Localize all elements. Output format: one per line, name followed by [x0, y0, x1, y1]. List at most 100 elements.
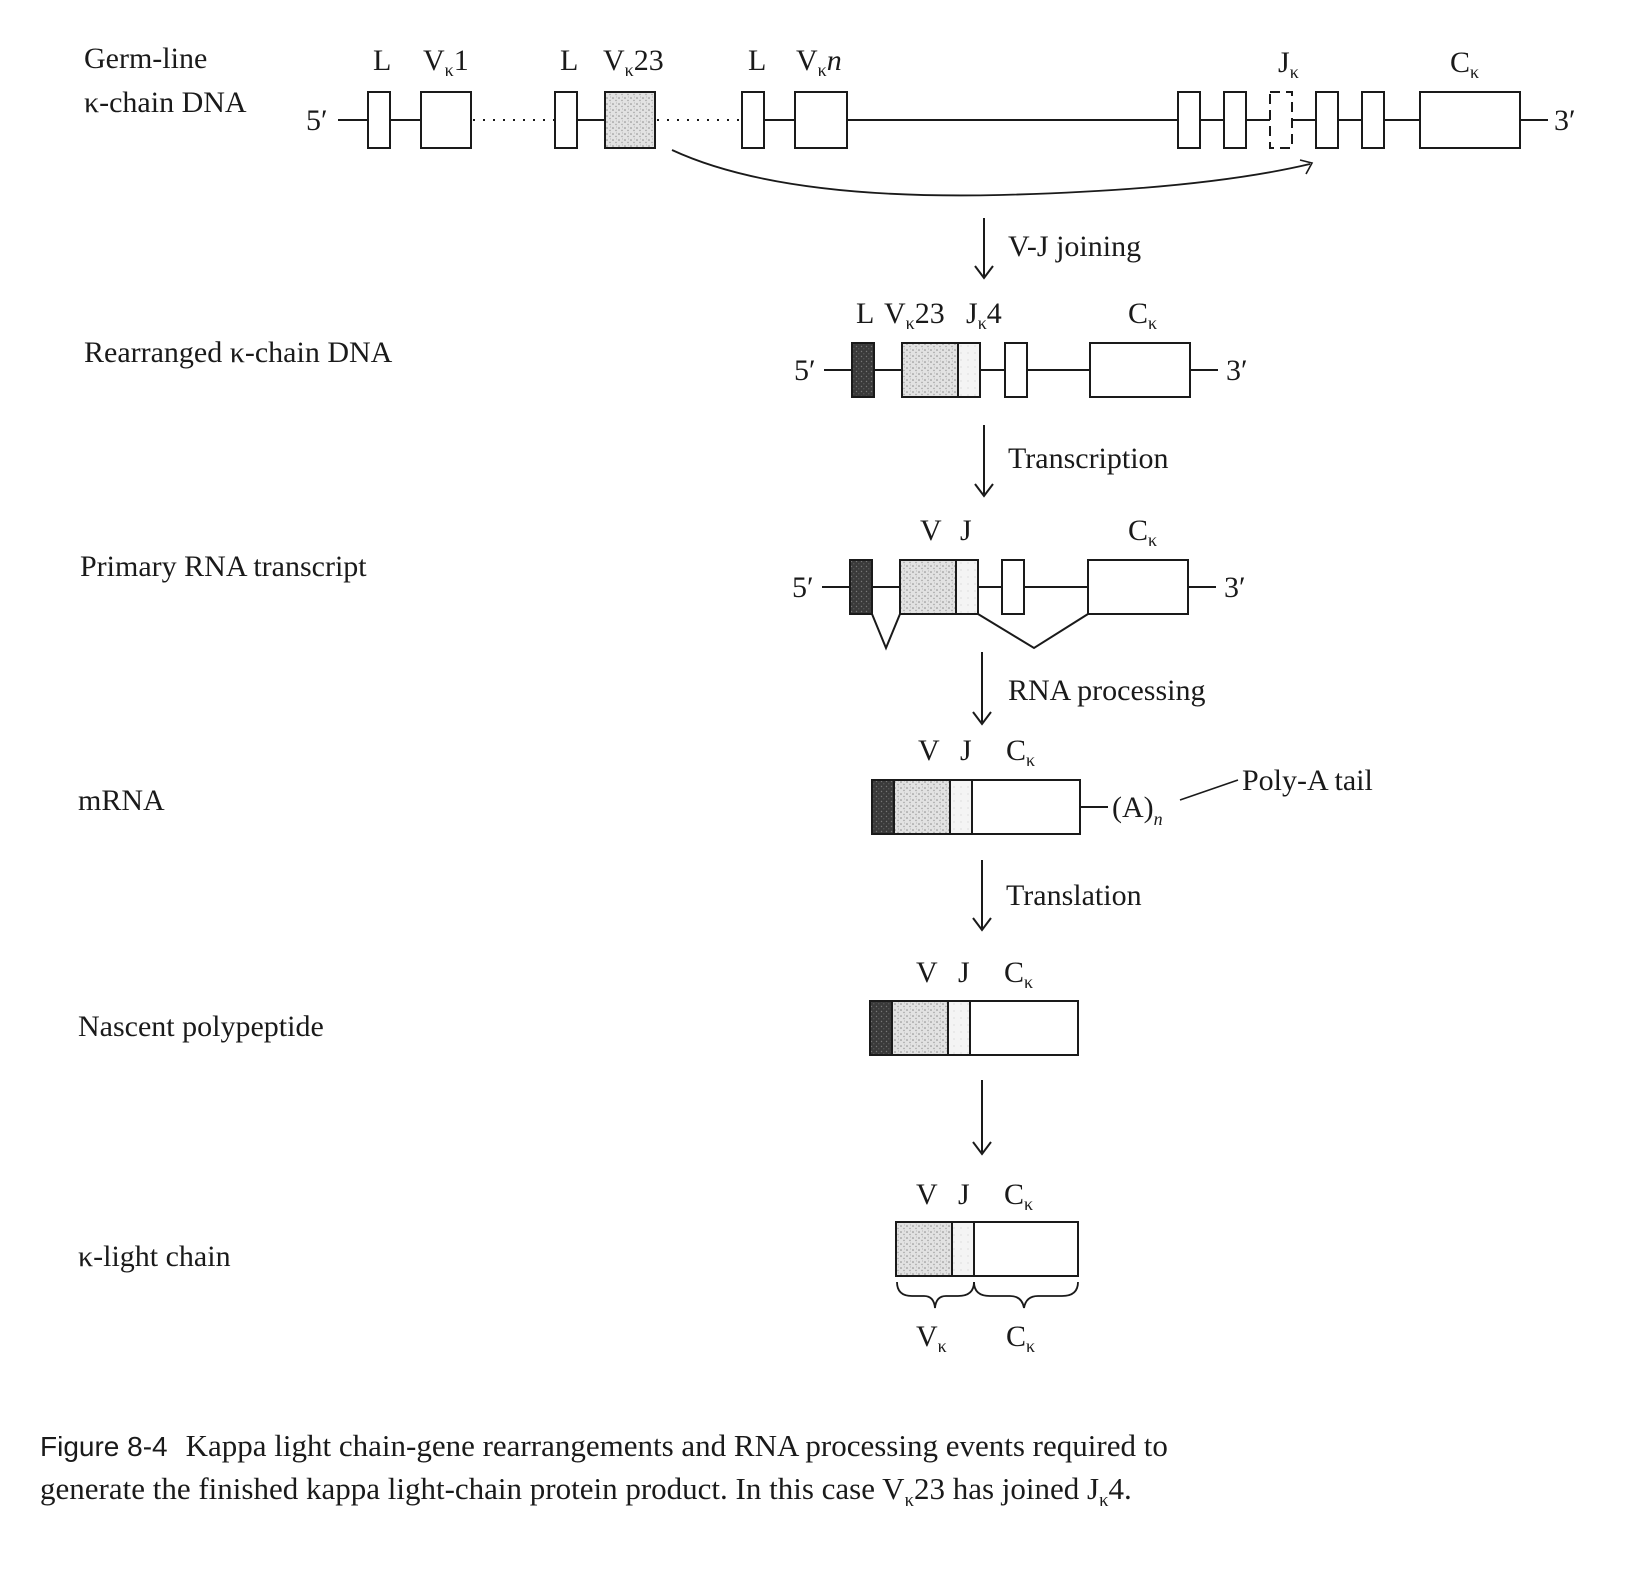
segment-J — [949, 779, 973, 835]
five-prime-germline: 5′ — [306, 104, 328, 137]
label-Ck-domain: Cκ — [1006, 1320, 1035, 1356]
brace-vk — [896, 1281, 975, 1309]
exon-J5 — [1361, 91, 1385, 149]
label-J: J — [958, 956, 970, 989]
arrow-processing-final — [972, 1080, 992, 1156]
five-prime-primary: 5′ — [792, 571, 814, 604]
label-Ck: Cκ — [1128, 514, 1157, 550]
segment-Ck — [969, 1000, 1079, 1056]
exon-L — [849, 559, 873, 615]
row-label-germline-2: κ-chain DNA — [84, 86, 247, 119]
joining-arc-arrowhead — [1299, 159, 1314, 175]
arrow-rna-processing — [972, 652, 992, 726]
label-Vk-domain: Vκ — [916, 1320, 947, 1356]
segment-V — [891, 1000, 949, 1056]
row-label-light-chain: κ-light chain — [78, 1240, 231, 1273]
kappa-gene-diagram: Germ-line κ-chain DNA Rearranged κ-chain… — [78, 42, 1576, 1356]
exon-Ck — [1087, 559, 1189, 615]
brace-ck — [973, 1281, 1079, 1309]
splice-intron-2 — [977, 613, 1089, 650]
caption-text-2a: generate the finished kappa light-chain … — [40, 1471, 905, 1506]
exon-Vk1 — [420, 91, 472, 149]
label-Vkn: Vκn — [796, 44, 842, 80]
label-Ck-germline: Cκ — [1450, 46, 1479, 82]
label-Jk4: Jκ4 — [966, 297, 1002, 333]
label-Ck: Cκ — [1004, 1178, 1033, 1214]
segment-Ck — [973, 1221, 1079, 1277]
exon-J3-pseudo — [1269, 91, 1293, 149]
exon-Ck — [1089, 342, 1191, 398]
five-prime-rearranged: 5′ — [794, 354, 816, 387]
label-L23: L — [560, 44, 578, 77]
label-Ck: Cκ — [1128, 297, 1157, 333]
step-translation: Translation — [1006, 879, 1142, 912]
exon-J — [955, 559, 979, 615]
figure-caption: Figure 8-4 Kappa light chain-gene rearran… — [40, 1425, 1620, 1522]
three-prime-germline: 3′ — [1554, 104, 1576, 137]
label-L1: L — [373, 44, 391, 77]
label-J: J — [960, 734, 972, 767]
step-transcription: Transcription — [1008, 442, 1169, 475]
three-prime-primary: 3′ — [1224, 571, 1246, 604]
label-L: L — [856, 297, 874, 330]
segment-V — [893, 779, 951, 835]
arrow-vj-joining — [974, 218, 994, 280]
label-V: V — [918, 734, 940, 767]
polyA-symbol: (A)n — [1112, 791, 1163, 829]
splice-intron-1 — [871, 613, 901, 651]
caption-text-2b: 23 has joined J — [913, 1471, 1100, 1506]
polyA-tail-label: Poly-A tail — [1242, 764, 1373, 797]
caption-line-2: generate the finished kappa light-chain … — [40, 1468, 1620, 1522]
germline-dna — [338, 91, 1548, 197]
label-V: V — [916, 956, 938, 989]
label-J: J — [958, 1178, 970, 1211]
caption-text-1: Kappa light chain-gene rearrangements an… — [185, 1428, 1168, 1463]
exon-L — [851, 342, 875, 398]
label-Ck: Cκ — [1004, 956, 1033, 992]
exon-Jk5 — [1004, 342, 1028, 398]
row-label-nascent: Nascent polypeptide — [78, 1010, 324, 1043]
step-vj-joining: V-J joining — [1008, 230, 1141, 263]
caption-text-2c: 4. — [1108, 1471, 1132, 1506]
label-V: V — [916, 1178, 938, 1211]
exon-J4 — [1315, 91, 1339, 149]
label-Ck: Cκ — [1006, 734, 1035, 770]
row-label-rearranged: Rearranged κ-chain DNA — [84, 336, 393, 369]
exon-Ln — [741, 91, 765, 149]
nascent-polypeptide — [869, 1000, 1079, 1056]
segment-J — [947, 1000, 971, 1056]
segment-J — [951, 1221, 975, 1277]
label-J: J — [960, 514, 972, 547]
row-label-mrna: mRNA — [78, 784, 165, 817]
exon-L23 — [554, 91, 578, 149]
step-rna-processing: RNA processing — [1008, 674, 1206, 707]
caption-line-1: Figure 8-4 Kappa light chain-gene rearran… — [40, 1425, 1620, 1468]
exon-Vkn — [794, 91, 848, 149]
label-Vk1: Vκ1 — [423, 44, 469, 80]
three-prime-rearranged: 3′ — [1226, 354, 1248, 387]
segment-L — [869, 1000, 893, 1056]
joining-arc — [671, 149, 1311, 197]
segment-L — [871, 779, 895, 835]
mrna — [871, 779, 1239, 835]
row-label-primary: Primary RNA transcript — [80, 550, 367, 583]
segment-V — [895, 1221, 953, 1277]
exon-Jk4 — [957, 342, 981, 398]
arrow-transcription — [974, 425, 994, 498]
label-Vk23: Vκ23 — [884, 297, 945, 333]
exon-Vk23 — [604, 91, 656, 149]
caption-sub-kappa-2: κ — [1099, 1490, 1109, 1512]
exon-L1 — [367, 91, 391, 149]
kappa-light-chain — [895, 1221, 1079, 1309]
caption-sub-kappa-1: κ — [904, 1490, 914, 1512]
rearranged-dna — [824, 342, 1218, 398]
primary-transcript — [822, 559, 1216, 651]
row-label-germline-1: Germ-line — [84, 42, 207, 75]
exon-J2 — [1223, 91, 1247, 149]
label-V: V — [920, 514, 942, 547]
exon-Ck — [1419, 91, 1521, 149]
figure-number: Figure 8-4 — [40, 1431, 168, 1462]
label-Vk23: Vκ23 — [603, 44, 664, 80]
segment-Ck — [971, 779, 1081, 835]
exon-Vk23 — [901, 342, 959, 398]
